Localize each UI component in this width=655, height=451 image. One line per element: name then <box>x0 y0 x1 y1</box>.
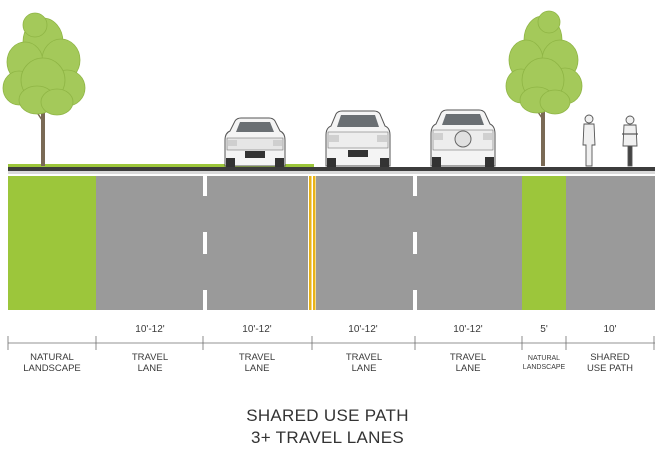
car-icon <box>325 110 391 167</box>
dimension-line <box>7 336 655 350</box>
lane-dash <box>203 176 207 196</box>
diagram-title-line1: SHARED USE PATH <box>246 406 409 425</box>
dimension-shared-use-path: 10' <box>603 324 617 335</box>
dimension-travel-lane-4: 10'-12' <box>453 324 483 335</box>
label-line: LANE <box>455 363 481 374</box>
label-shared-use-path: SHARED USE PATH <box>587 352 633 374</box>
label-line: LANDSCAPE <box>23 363 81 374</box>
car-icon <box>430 109 496 167</box>
dimension-travel-lane-1: 10'-12' <box>135 324 165 335</box>
lane-dash <box>413 290 417 310</box>
label-line: NATURAL <box>527 355 561 362</box>
tree-icon <box>505 10 583 166</box>
centerline <box>308 176 316 310</box>
ground-strip-light <box>8 171 655 174</box>
label-line: LANE <box>137 363 163 374</box>
label-line: TRAVEL <box>238 352 276 363</box>
dimension-travel-lane-2: 10'-12' <box>242 324 272 335</box>
cyclist-icon <box>622 115 638 167</box>
label-natural-landscape-right: NATURAL LANDSCAPE <box>523 355 565 372</box>
landscape-strip-right <box>522 176 566 310</box>
label-travel-lane-3: TRAVEL LANE <box>346 352 382 374</box>
label-line: TRAVEL <box>449 352 487 363</box>
label-line: NATURAL <box>30 352 74 363</box>
label-travel-lane-2: TRAVEL LANE <box>239 352 275 374</box>
lane-dash <box>203 232 207 254</box>
landscape-strip-left <box>8 176 96 310</box>
label-travel-lane-1: TRAVEL LANE <box>132 352 168 374</box>
pedestrian-icon <box>582 114 596 167</box>
label-travel-lane-4: TRAVEL LANE <box>450 352 486 374</box>
ground-strip-road <box>8 167 655 171</box>
lane-dash <box>413 176 417 196</box>
label-line: LANE <box>244 363 270 374</box>
label-line: USE PATH <box>586 363 634 374</box>
lane-dash <box>413 232 417 254</box>
label-line: LANDSCAPE <box>522 363 566 371</box>
label-natural-landscape-left: NATURAL LANDSCAPE <box>23 352 81 374</box>
diagram-title-line2: 3+ TRAVEL LANES <box>250 428 404 447</box>
ground-strip-landscape <box>8 164 314 168</box>
label-line: SHARED <box>590 352 630 363</box>
label-line: LANE <box>351 363 377 374</box>
lane-dash <box>203 290 207 310</box>
tree-icon <box>2 12 86 166</box>
dimension-landscape-right: 5' <box>540 324 548 335</box>
car-icon <box>224 117 286 167</box>
lane-markings <box>203 176 417 310</box>
label-line: TRAVEL <box>131 352 169 363</box>
label-line: TRAVEL <box>345 352 383 363</box>
dimension-travel-lane-3: 10'-12' <box>348 324 378 335</box>
